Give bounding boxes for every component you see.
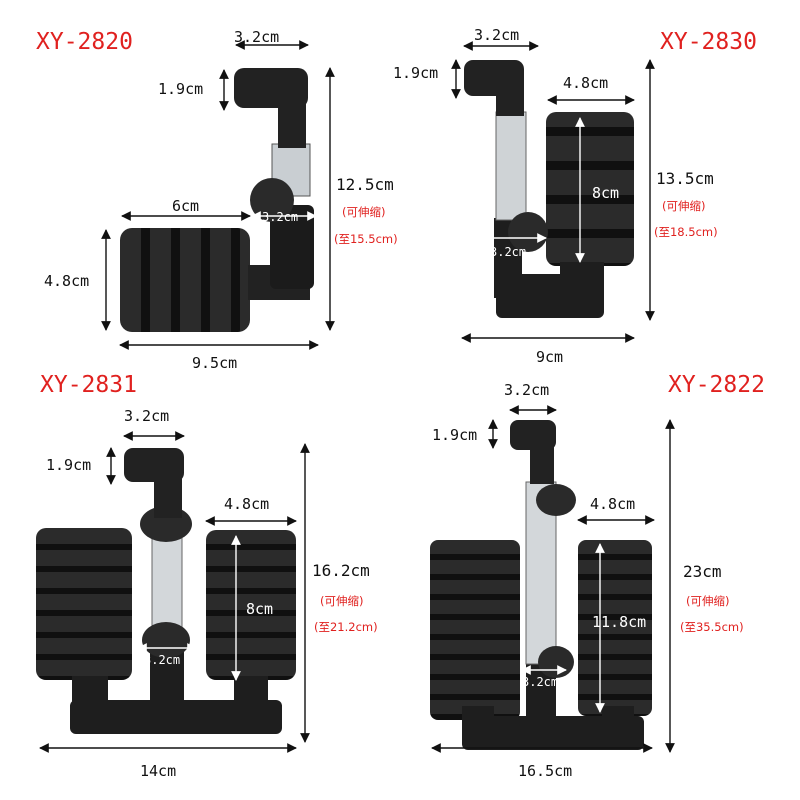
lift-tube-icon: [495, 111, 527, 221]
sponge-icon: [546, 112, 634, 266]
panel-xy-2820: XY-2820 3.2cm 1.9cm 6cm 3.2cm 4.8cm 9.5c…: [36, 28, 398, 372]
panel-xy-2822: XY-2822 3.2cm 1.9cm 4.8cm 11.8cm 3.2cm 1…: [430, 372, 765, 780]
top-height-label: 1.9cm: [158, 80, 203, 98]
model-label: XY-2820: [36, 29, 133, 55]
base-pipe-icon: [70, 700, 282, 734]
right-connector-icon: [602, 706, 634, 730]
filter-illustration: [464, 60, 634, 318]
left-sponge-icon: [36, 528, 132, 680]
riser-icon: [496, 80, 524, 116]
extendable-note: (可伸缩): [320, 594, 363, 608]
height-label: 16.2cm: [312, 561, 370, 580]
sponge-connector-icon: [560, 262, 604, 292]
tube-label: 3.2cm: [144, 653, 180, 667]
sponge-height-label: 4.8cm: [44, 272, 89, 290]
extendable-note: (可伸缩): [342, 205, 385, 219]
panel-xy-2830: XY-2830 3.2cm 1.9cm 4.8cm 8cm 3.2cm 9cm …: [393, 26, 757, 366]
sponge-width-label: 4.8cm: [590, 495, 635, 513]
left-connector-icon: [72, 676, 108, 710]
filter-illustration: [430, 420, 652, 750]
sponge-height-label: 11.8cm: [592, 613, 646, 631]
top-width-label: 3.2cm: [504, 381, 549, 399]
outlet-elbow-icon: [124, 448, 184, 482]
outlet-elbow-icon: [234, 68, 308, 108]
base-pipe-icon: [462, 716, 644, 750]
sponge-width-label: 6cm: [172, 197, 199, 215]
max-height-note: (至35.5cm): [680, 620, 744, 634]
top-height-label: 1.9cm: [393, 64, 438, 82]
total-width-label: 16.5cm: [518, 762, 572, 780]
model-label: XY-2822: [668, 372, 765, 398]
height-label: 12.5cm: [336, 175, 394, 194]
max-height-note: (至21.2cm): [314, 620, 378, 634]
lift-tube-base-icon: [270, 205, 314, 289]
left-sponge-icon: [430, 540, 520, 720]
filter-illustration: [120, 68, 314, 332]
upper-suction-cup-icon: [536, 484, 576, 516]
filter-illustration: [36, 448, 296, 734]
tube-label: 3.2cm: [262, 210, 298, 224]
tube-label: 3.2cm: [490, 245, 526, 259]
sponge-icon: [120, 228, 250, 332]
max-height-note: (至15.5cm): [334, 232, 398, 246]
top-width-label: 3.2cm: [234, 28, 279, 46]
lift-tube-icon: [151, 529, 183, 635]
left-connector-icon: [462, 706, 494, 730]
height-label: 23cm: [683, 562, 722, 581]
right-sponge-icon: [206, 530, 296, 680]
panel-xy-2831: XY-2831 3.2cm 1.9cm 4.8cm 8cm 3.2cm 14cm…: [36, 372, 378, 780]
right-connector-icon: [234, 676, 268, 710]
total-width-label: 9cm: [536, 348, 563, 366]
extendable-note: (可伸缩): [662, 199, 705, 213]
top-width-label: 3.2cm: [124, 407, 169, 425]
sponge-height-label: 8cm: [592, 184, 619, 202]
model-label: XY-2830: [660, 29, 757, 55]
extendable-note: (可伸缩): [686, 594, 729, 608]
elbow-pipe-icon: [248, 265, 310, 300]
lower-suction-cup-icon: [538, 646, 574, 678]
suction-cup-icon: [250, 178, 294, 222]
total-width-label: 14cm: [140, 762, 176, 780]
top-width-label: 3.2cm: [474, 26, 519, 44]
sponge-width-label: 4.8cm: [563, 74, 608, 92]
total-width-label: 9.5cm: [192, 354, 237, 372]
top-height-label: 1.9cm: [46, 456, 91, 474]
tube-label: 3.2cm: [522, 675, 558, 689]
sponge-height-label: 8cm: [246, 600, 273, 618]
max-height-note: (至18.5cm): [654, 225, 718, 239]
sponge-width-label: 4.8cm: [224, 495, 269, 513]
top-height-label: 1.9cm: [432, 426, 477, 444]
height-label: 13.5cm: [656, 169, 714, 188]
model-label: XY-2831: [40, 372, 137, 398]
outlet-elbow-icon: [510, 420, 556, 450]
riser-icon: [530, 446, 554, 484]
